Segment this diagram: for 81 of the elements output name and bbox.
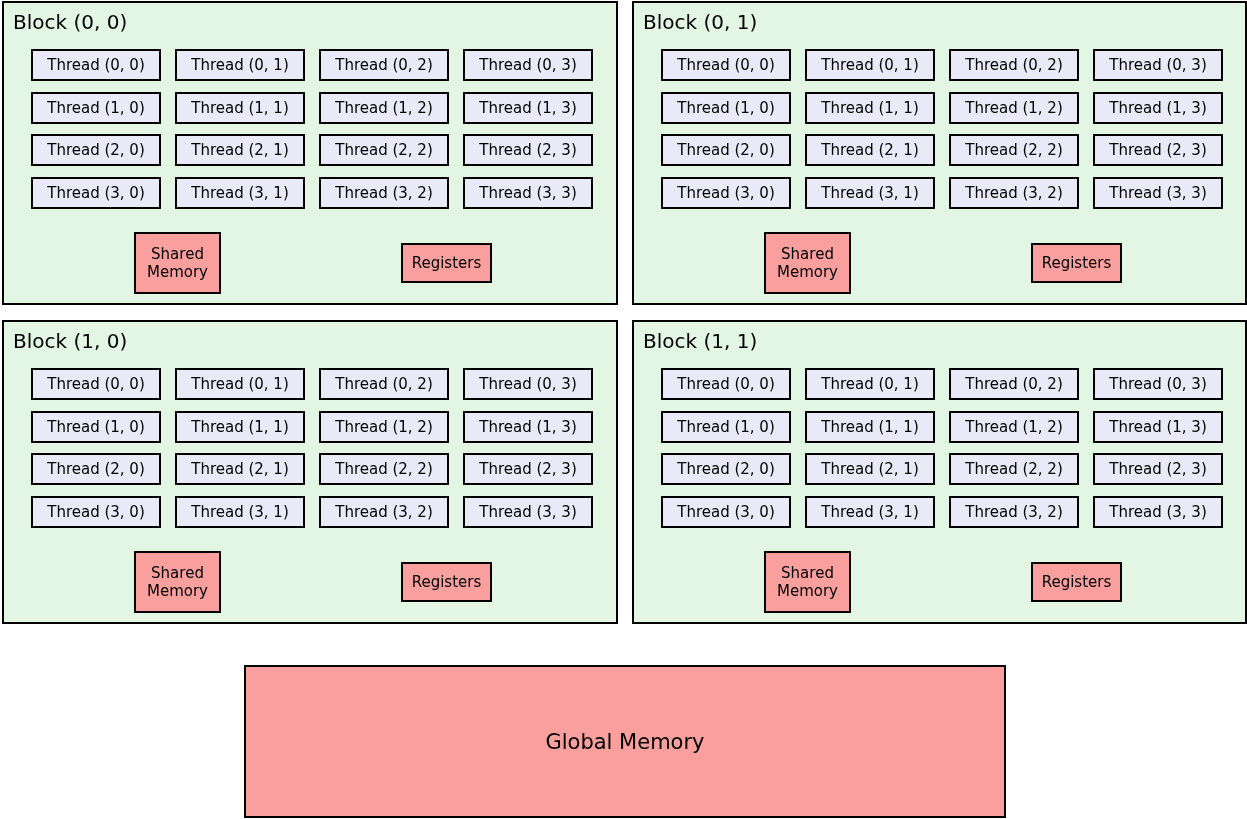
thread-box: Thread (3, 3)	[463, 176, 593, 209]
thread-box: Thread (2, 3)	[1093, 453, 1223, 485]
thread-box: Thread (0, 1)	[805, 49, 935, 81]
thread-box: Thread (2, 2)	[949, 453, 1079, 485]
thread-box: Thread (3, 3)	[1093, 176, 1223, 209]
thread-box: Thread (0, 2)	[949, 368, 1079, 400]
thread-box: Thread (3, 1)	[175, 495, 305, 528]
thread-box: Thread (2, 0)	[661, 453, 791, 485]
thread-box: Thread (0, 3)	[463, 49, 593, 81]
thread-box: Thread (0, 2)	[319, 368, 449, 400]
thread-box: Thread (3, 0)	[661, 495, 791, 528]
thread-box: Thread (2, 3)	[463, 134, 593, 166]
thread-box: Thread (1, 3)	[463, 410, 593, 443]
thread-box: Thread (0, 1)	[175, 49, 305, 81]
shared-memory-box: Shared Memory	[134, 551, 221, 613]
thread-box: Thread (0, 0)	[31, 368, 161, 400]
thread-box: Thread (1, 0)	[661, 91, 791, 124]
thread-box: Thread (1, 1)	[805, 91, 935, 124]
thread-box: Thread (2, 3)	[1093, 134, 1223, 166]
registers-box: Registers	[1031, 562, 1122, 602]
block-title: Block (0, 0)	[13, 10, 128, 34]
global-memory-box: Global Memory	[244, 665, 1006, 818]
registers-box: Registers	[401, 243, 492, 283]
shared-memory-box: Shared Memory	[764, 232, 851, 294]
thread-box: Thread (1, 0)	[661, 410, 791, 443]
thread-box: Thread (2, 2)	[949, 134, 1079, 166]
thread-box: Thread (3, 2)	[319, 495, 449, 528]
thread-box: Thread (3, 1)	[175, 176, 305, 209]
block-title: Block (1, 0)	[13, 329, 128, 353]
thread-box: Thread (3, 3)	[463, 495, 593, 528]
thread-box: Thread (2, 0)	[31, 453, 161, 485]
thread-box: Thread (3, 0)	[31, 176, 161, 209]
thread-box: Thread (1, 2)	[319, 410, 449, 443]
thread-box: Thread (3, 2)	[949, 495, 1079, 528]
thread-box: Thread (0, 3)	[1093, 368, 1223, 400]
thread-box: Thread (3, 1)	[805, 176, 935, 209]
shared-memory-box: Shared Memory	[134, 232, 221, 294]
thread-box: Thread (3, 2)	[949, 176, 1079, 209]
thread-box: Thread (3, 0)	[661, 176, 791, 209]
thread-box: Thread (3, 1)	[805, 495, 935, 528]
thread-box: Thread (2, 1)	[805, 453, 935, 485]
thread-box: Thread (2, 3)	[463, 453, 593, 485]
block-title: Block (1, 1)	[643, 329, 758, 353]
thread-box: Thread (0, 1)	[175, 368, 305, 400]
thread-box: Thread (0, 2)	[319, 49, 449, 81]
thread-box: Thread (3, 3)	[1093, 495, 1223, 528]
thread-box: Thread (0, 0)	[661, 368, 791, 400]
block-title: Block (0, 1)	[643, 10, 758, 34]
thread-box: Thread (1, 1)	[805, 410, 935, 443]
shared-memory-box: Shared Memory	[764, 551, 851, 613]
thread-box: Thread (1, 1)	[175, 410, 305, 443]
registers-box: Registers	[401, 562, 492, 602]
thread-box: Thread (2, 1)	[175, 453, 305, 485]
thread-box: Thread (2, 1)	[175, 134, 305, 166]
thread-box: Thread (1, 2)	[949, 91, 1079, 124]
thread-box: Thread (1, 2)	[319, 91, 449, 124]
thread-box: Thread (0, 0)	[661, 49, 791, 81]
block-panel	[2, 1, 618, 305]
thread-box: Thread (0, 1)	[805, 368, 935, 400]
thread-box: Thread (0, 3)	[463, 368, 593, 400]
registers-box: Registers	[1031, 243, 1122, 283]
thread-box: Thread (2, 2)	[319, 134, 449, 166]
thread-box: Thread (0, 2)	[949, 49, 1079, 81]
block-panel	[632, 320, 1247, 624]
thread-box: Thread (0, 0)	[31, 49, 161, 81]
thread-box: Thread (1, 1)	[175, 91, 305, 124]
thread-box: Thread (2, 1)	[805, 134, 935, 166]
thread-box: Thread (3, 2)	[319, 176, 449, 209]
block-panel	[632, 1, 1247, 305]
thread-box: Thread (1, 3)	[463, 91, 593, 124]
thread-box: Thread (1, 3)	[1093, 410, 1223, 443]
thread-box: Thread (2, 2)	[319, 453, 449, 485]
thread-box: Thread (3, 0)	[31, 495, 161, 528]
thread-box: Thread (1, 0)	[31, 410, 161, 443]
block-panel	[2, 320, 618, 624]
thread-box: Thread (1, 3)	[1093, 91, 1223, 124]
thread-box: Thread (2, 0)	[31, 134, 161, 166]
thread-box: Thread (1, 2)	[949, 410, 1079, 443]
thread-box: Thread (0, 3)	[1093, 49, 1223, 81]
thread-box: Thread (1, 0)	[31, 91, 161, 124]
thread-box: Thread (2, 0)	[661, 134, 791, 166]
